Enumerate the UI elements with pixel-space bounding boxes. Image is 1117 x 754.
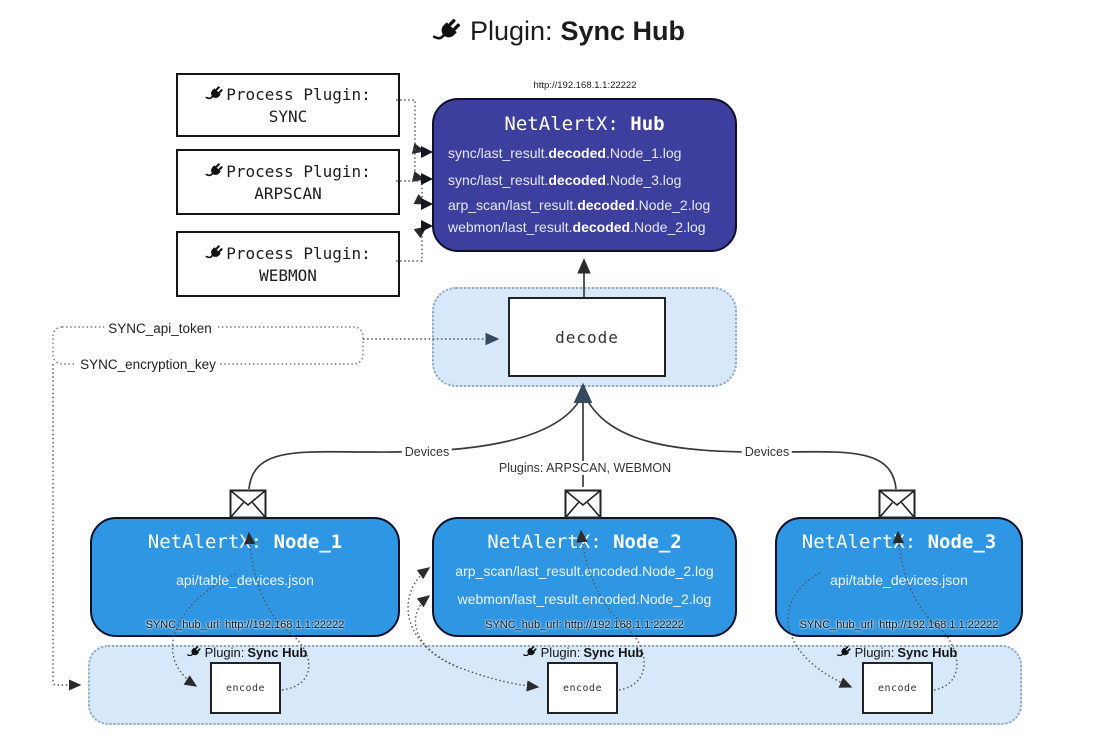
node-title: NetAlertX: Node_1	[147, 531, 343, 553]
hub-url-label: http://192.168.1.1:22222	[533, 80, 637, 91]
node-box-node3: NetAlertX: Node_3 api/table_devices.json…	[775, 517, 1023, 637]
envelope-icon	[229, 489, 267, 519]
node-file: webmon/last_result.encoded.Node_2.log	[457, 591, 712, 607]
hub-log-line: arp_scan/last_result.decoded.Node_2.log	[448, 197, 711, 213]
process-plugin-name: WEBMON	[259, 265, 317, 285]
devices-label-right: Devices	[741, 445, 793, 459]
process-plugin-label: Process Plugin:	[226, 84, 371, 104]
hub-log-line: sync/last_result.decoded.Node_3.log	[448, 172, 682, 188]
sync-encryption-key-label: SYNC_encryption_key	[76, 357, 220, 372]
node-title: NetAlertX: Node_3	[801, 531, 997, 553]
process-plugin-box-webmon: Process Plugin: WEBMON	[176, 231, 400, 297]
sync-api-token-label: SYNC_api_token	[104, 321, 216, 336]
encode-box: encode	[547, 662, 618, 714]
node-hub-url: SYNC_hub_url: http://192.168.1.1:22222	[485, 619, 684, 631]
plug-icon	[205, 243, 225, 263]
encode-box: encode	[862, 662, 933, 714]
band-plugin-label: Plugin:Sync Hub	[836, 645, 957, 660]
process-plugin-label: Process Plugin:	[226, 243, 371, 263]
hub-title: NetAlertX: Hub	[504, 113, 665, 135]
process-plugin-name: SYNC	[268, 106, 308, 126]
title-prefix: Plugin:	[469, 16, 553, 46]
band-plugin-label: Plugin:Sync Hub	[522, 645, 643, 660]
plugins-label: Plugins: ARPSCAN, WEBMON	[495, 461, 675, 475]
plug-icon	[205, 84, 225, 104]
edge-webmon-log	[396, 226, 428, 262]
devices-label-left: Devices	[401, 445, 453, 459]
process-plugin-label: Process Plugin:	[226, 161, 371, 181]
process-plugin-name: ARPSCAN	[254, 183, 322, 203]
edge-devices-left	[248, 397, 582, 490]
encode-box: encode	[210, 662, 281, 714]
node-hub-url: SYNC_hub_url: http://192.168.1.1:22222	[799, 619, 999, 631]
node-box-node1: NetAlertX: Node_1 api/table_devices.json…	[90, 517, 400, 637]
plug-icon	[186, 645, 202, 660]
edge-devices-right	[585, 397, 897, 490]
hub-box: NetAlertX: Hub sync/last_result.decoded.…	[432, 98, 737, 252]
plug-icon	[522, 645, 538, 660]
hub-log-line: sync/last_result.decoded.Node_1.log	[448, 145, 682, 161]
hub-log-line: webmon/last_result.decoded.Node_2.log	[448, 219, 706, 235]
process-plugin-box-arpscan: Process Plugin: ARPSCAN	[176, 149, 400, 215]
edge-sync-log2	[411, 149, 426, 183]
node-hub-url: SYNC_hub_url: http://192.168.1.1:22222	[145, 619, 345, 631]
node-file: api/table_devices.json	[830, 572, 968, 588]
edge-arpscan-log	[396, 180, 428, 205]
process-plugin-box-sync: Process Plugin: SYNC	[176, 73, 400, 137]
plug-icon	[836, 645, 852, 660]
envelope-icon	[878, 489, 916, 519]
plug-icon	[431, 16, 462, 47]
edge-sync-log1	[396, 99, 426, 155]
node-title: NetAlertX: Node_2	[487, 531, 682, 553]
envelope-icon	[564, 489, 602, 519]
plug-icon	[205, 161, 225, 181]
node-file: api/table_devices.json	[176, 572, 314, 588]
node-file: arp_scan/last_result.encoded.Node_2.log	[455, 563, 714, 579]
title-name: Sync Hub	[560, 16, 686, 46]
edge-tokens-band	[52, 364, 82, 691]
decode-box: decode	[508, 297, 666, 377]
band-plugin-label: Plugin:Sync Hub	[186, 645, 307, 660]
node-box-node2: NetAlertX: Node_2 arp_scan/last_result.e…	[432, 517, 737, 637]
page-title: Plugin: Sync Hub	[0, 16, 1117, 47]
